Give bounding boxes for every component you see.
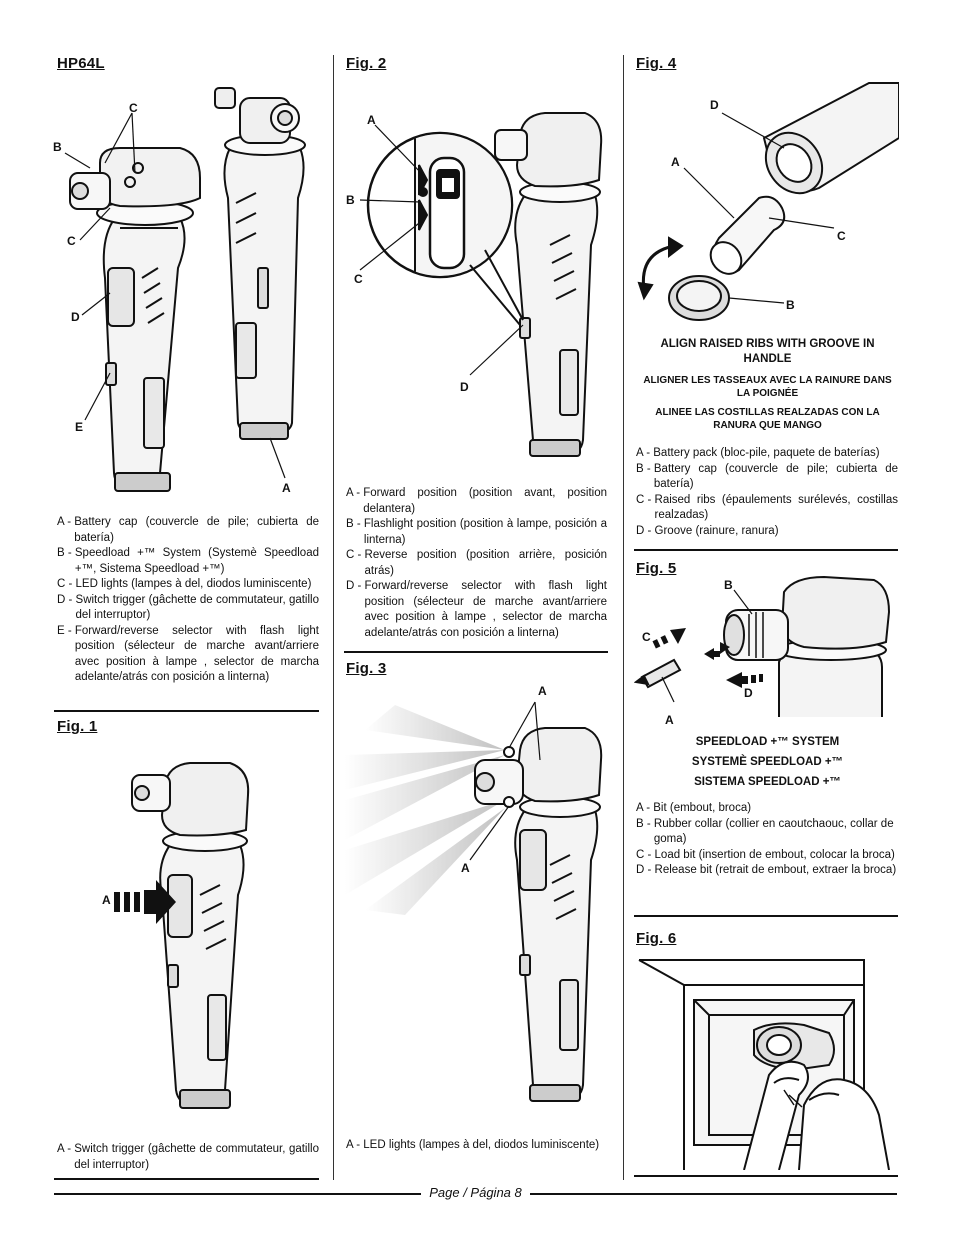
legend-item: C - Load bit (insertion de embout, coloc…	[636, 848, 895, 861]
fig4-callout-b: B	[786, 298, 795, 312]
fig2-callout-c: C	[354, 272, 363, 286]
callout-e: E	[75, 420, 84, 434]
fig3-legend: A - LED lights (lampes à del, diodos lum…	[346, 1138, 607, 1154]
section-rule	[54, 710, 319, 712]
fig2-callout-d: D	[460, 380, 469, 394]
section-rule	[634, 1175, 898, 1177]
fig6-illustration	[638, 959, 890, 1170]
legend-item: A - LED lights (lampes à del, diodos lum…	[346, 1139, 600, 1151]
fig2-title: Fig. 2	[346, 55, 387, 72]
page-footer: Page / Página 8	[54, 1185, 897, 1203]
fig5-callout-c: C	[642, 630, 651, 644]
fig3-title: Fig. 3	[346, 660, 387, 677]
hp64l-illustration	[64, 87, 306, 492]
callout-c-top: C	[129, 101, 138, 115]
legend-item: C - Reverse position (position arrière, …	[346, 549, 607, 577]
fig5-title: Fig. 5	[636, 560, 677, 577]
fig4-callout-a: A	[671, 155, 680, 169]
fig5-illustration	[634, 575, 891, 717]
legend-item: D - Groove (rainure, ranura)	[636, 524, 779, 537]
hp64l-legend: A - Battery cap (couvercle de pile; cubi…	[57, 515, 319, 686]
fig5-callout-d: D	[744, 686, 753, 700]
legend-item: B - Speedload +™ System (Systemè Speedlo…	[57, 547, 319, 575]
column-divider-2	[623, 55, 624, 1180]
fig3-illustration	[345, 701, 603, 1102]
fig5-caption-2: SYSTEMÈ SPEEDLOAD +™	[691, 756, 844, 768]
fig5-callout-b: B	[724, 578, 733, 592]
fig4-caption-en: ALIGN RAISED RIBS WITH GROOVE IN HANDLE	[660, 338, 875, 365]
legend-item: B - Battery cap (couvercle de pile; cubi…	[636, 462, 898, 491]
fig4-caption-fr: ALIGNER LES TASSEAUX AVEC LA RAINURE DAN…	[643, 375, 892, 399]
fig3-callout-a-bottom: A	[461, 861, 470, 875]
section-rule	[634, 549, 898, 551]
legend-item: A - Battery cap (couvercle de pile; cubi…	[57, 516, 319, 544]
section-rule	[54, 1178, 319, 1180]
fig4-title: Fig. 4	[636, 55, 677, 72]
fig3-callout-a-top: A	[538, 684, 547, 698]
fig4-callout-d: D	[710, 98, 719, 112]
fig4-callout-c: C	[837, 229, 846, 243]
fig6-title: Fig. 6	[636, 930, 677, 947]
section-rule	[634, 915, 898, 917]
column-divider-1	[333, 55, 334, 1180]
fig5-callout-a: A	[665, 713, 674, 727]
callout-c-left: C	[67, 234, 76, 248]
legend-item: A - Bit (embout, broca)	[636, 802, 752, 814]
legend-item: D - Switch trigger (gâchette de commutat…	[57, 593, 319, 622]
callout-d: D	[71, 310, 80, 324]
model-title: HP64L	[57, 55, 105, 72]
legend-item: B - Rubber collar (collier en caoutchaou…	[636, 817, 894, 846]
fig1-title: Fig. 1	[57, 718, 98, 735]
legend-item: E - Forward/reverse selector with flash …	[57, 624, 319, 684]
section-rule	[344, 651, 608, 653]
legend-item: A - Battery pack (bloc-pile, paquete de …	[636, 447, 880, 459]
fig4-legend: A - Battery pack (bloc-pile, paquete de …	[636, 446, 898, 539]
legend-item: A - Forward position (position avant, po…	[346, 487, 607, 515]
fig1-illustration	[114, 762, 250, 1109]
legend-item: C - Raised ribs (épaulements surélevés, …	[636, 493, 898, 522]
fig1-callout-a: A	[102, 893, 111, 907]
fig2-callout-b: B	[346, 193, 355, 207]
callout-a: A	[282, 481, 291, 495]
fig4-illustration	[637, 82, 899, 321]
fig5-caption-1: SPEEDLOAD +™ SYSTEM	[695, 736, 840, 748]
page-number: Page / Página 8	[421, 1185, 530, 1200]
fig5-legend: A - Bit (embout, broca) B - Rubber colla…	[636, 801, 898, 879]
fig2-callout-a: A	[367, 113, 376, 127]
fig5-caption-3: SISTEMA SPEEDLOAD +™	[694, 776, 841, 788]
legend-item: B - Flashlight position (position à lamp…	[346, 518, 607, 546]
legend-item: A - Switch trigger (gâchette de commutat…	[57, 1143, 319, 1171]
legend-item: D - Forward/reverse selector with flash …	[346, 580, 607, 639]
fig2-illustration	[359, 112, 603, 457]
legend-item: C - LED lights (lampes à del, diodos lum…	[57, 578, 312, 590]
fig4-caption-es: ALINEE LAS COSTILLAS REALZADAS CON LA RA…	[655, 407, 880, 431]
fig1-legend: A - Switch trigger (gâchette de commutat…	[57, 1142, 319, 1173]
callout-b: B	[53, 140, 62, 154]
fig2-legend: A - Forward position (position avant, po…	[346, 486, 607, 641]
legend-item: D - Release bit (retrait de embout, extr…	[636, 864, 897, 876]
